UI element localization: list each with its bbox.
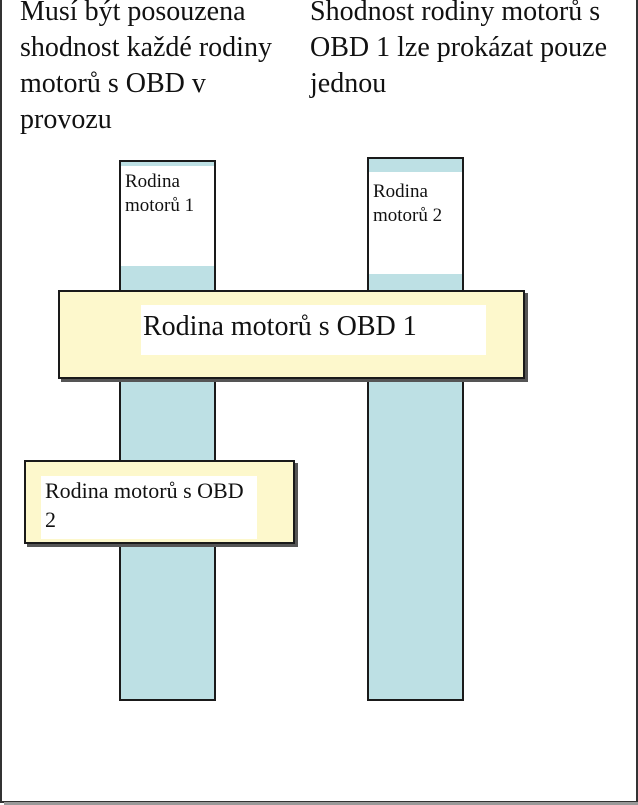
page-frame-shadow — [4, 802, 638, 805]
obd-family-label-1: Rodina motorů s OBD 1 — [141, 305, 486, 355]
engine-family-label-1: Rodina motorů 1 — [121, 166, 214, 266]
obd-family-label-2: Rodina motorů s OBD 2 — [41, 476, 257, 539]
heading-left: Musí být posouzena shodnost každé rodiny… — [20, 0, 272, 135]
heading-right: Shodnost rodiny motorů s OBD 1 lze proká… — [310, 0, 607, 99]
engine-family-label-2: Rodina motorů 2 — [369, 172, 462, 274]
